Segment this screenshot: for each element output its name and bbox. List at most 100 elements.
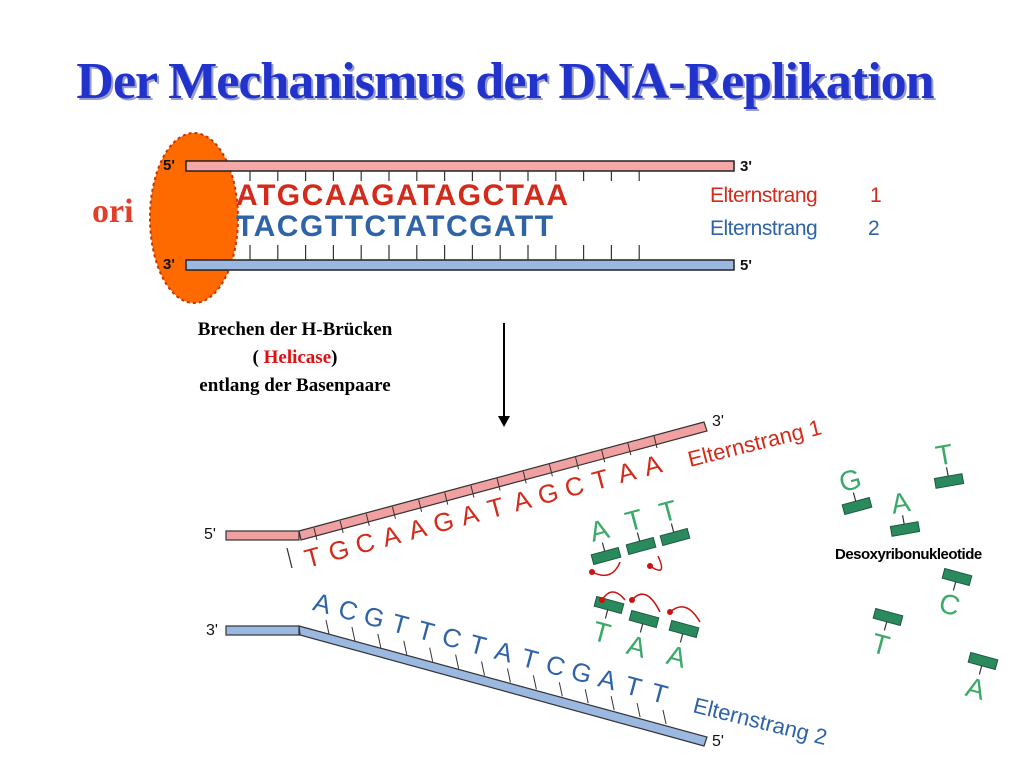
tick [601,450,606,463]
free-nucleotides-label: Desoxyribonukleotide [835,546,982,563]
arrow-head [599,597,605,603]
tick [325,619,330,635]
tick [506,668,511,683]
nucleotide-letter: T [656,494,681,528]
curved-arrow [649,555,663,571]
nucleotide-body [659,527,691,547]
fork-lower-base: C [335,593,361,627]
fork-lower-stem [225,625,300,636]
nucleotide-letter: T [868,627,893,661]
curved-arrow [669,606,701,623]
nucleotide-stick [852,492,857,502]
fork-lower-base: C [439,621,465,655]
arrow-head [589,569,595,575]
helicase-note: Brechen der H-Brücken ( Helicase) entlan… [150,316,440,400]
nucleotide-stick [601,542,606,552]
fork-upper-left-end: 5' [204,526,216,543]
tick [575,457,580,470]
fork-lower-base: T [622,670,645,703]
tick [636,702,641,718]
nucleotide-letter: T [622,503,647,537]
nucleotide-body [889,521,921,537]
nucleotide-body [967,651,999,671]
nucleotide-stick [945,467,949,477]
strand-1-label: Elternstrang [710,184,818,207]
paired-nucleotide: T [589,595,625,650]
fork-upper-base: A [640,448,665,482]
paren-close: ) [331,347,338,368]
paren-open: ( [252,347,264,368]
nucleotide-stick [670,523,675,533]
strand-2-left-end: 3' [163,256,175,273]
free-nucleotide: T [868,607,904,662]
fork-upper-base: T [589,463,612,496]
tick [365,513,370,526]
nucleotide-letter: A [624,629,650,664]
tick [339,520,344,534]
free-nucleotide: C [936,567,973,622]
paired-nucleotide: T [656,494,691,547]
fork-upper-base: G [430,505,457,539]
tick [377,633,382,648]
nucleotide-stick [901,515,905,525]
ori-label: ori [92,193,134,230]
tick [455,654,460,669]
tick [584,689,589,704]
nucleotide-body [933,473,965,489]
fork-lower-base: G [361,600,388,634]
tick [391,506,396,519]
tick [481,661,486,676]
nucleotide-body [628,609,660,629]
strand-2-right-end: 5' [740,257,752,274]
fork-lower-base: T [466,628,489,661]
nucleotide-stick [636,532,641,542]
fork-upper-base: A [510,484,535,518]
nucleotide-letter: T [589,615,614,649]
slide-title: Der Mechanismus der DNA-Replikation [76,53,934,110]
tick [610,696,615,711]
fork-lower-arm [298,625,708,747]
down-arrow-head [498,416,510,427]
arrow-head [667,609,673,615]
paired-nucleotide: A [624,609,660,664]
nucleotide-stick [883,621,888,631]
fork-upper-base: T [301,541,324,574]
fork-strand-1-label: Elternstrang 1 [685,414,824,471]
tick [653,435,658,449]
fork-lower-base: C [543,649,569,683]
strand-1-left-end: 5' [163,157,175,174]
nucleotide-body [590,546,622,566]
paired-nucleotide: A [586,513,622,566]
fork-lower-base: A [310,587,335,621]
fork-upper-base: T [484,491,507,524]
tick [286,547,293,569]
tick [313,527,318,541]
fork-upper-arm [298,421,708,541]
tick [351,626,356,642]
free-nucleotide: A [889,486,921,537]
nucleotide-body [872,607,904,627]
fork-lower-base: A [595,663,620,697]
nucleotide-stick [952,581,957,591]
free-nucleotide: T [933,438,965,489]
nucleotide-letter: A [963,671,989,706]
sequence-strand-1: ATGCAAGATAGCTAA [236,179,570,212]
parent-strand-2-bar [185,259,735,271]
nucleotide-stick [639,623,644,633]
fork-lower-base: T [518,642,541,675]
base-pair-ticks [249,171,640,260]
tick [662,709,667,725]
nucleotide-letter: C [936,587,964,622]
strand-1-right-end: 3' [740,158,752,175]
arrow-head [647,563,653,569]
tick [496,478,501,491]
helicase-note-line-1: Brechen der H-Brücken [197,319,393,340]
nucleotide-body [668,619,700,639]
fork-upper-base: A [405,512,430,546]
tick [522,471,527,484]
fork-upper-stem [225,530,300,541]
nucleotide-body [625,536,657,556]
nucleotide-stick [604,609,609,619]
